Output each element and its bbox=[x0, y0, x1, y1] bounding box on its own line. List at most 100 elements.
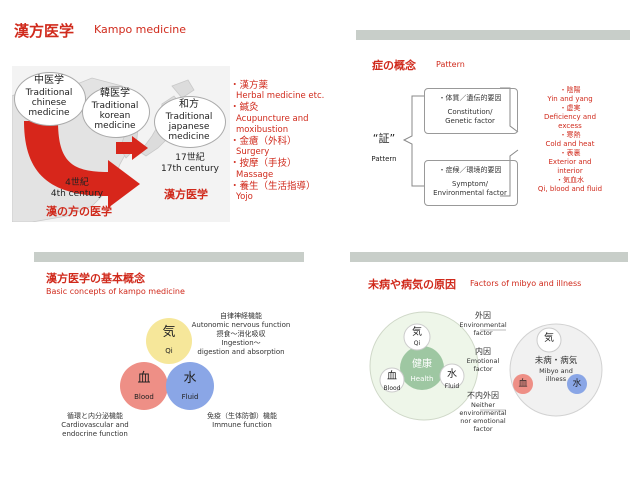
panel3-title-jp: 漢方医学の基本概念 bbox=[46, 272, 145, 285]
cardio-en1: Cardiovascular and bbox=[61, 421, 129, 429]
japanese-medicine-en2: japanese bbox=[168, 122, 210, 132]
cardio-jp: 循環と内分泌機能 bbox=[67, 412, 123, 420]
ill-fluid-jp: 水 bbox=[572, 379, 582, 389]
modality-line: ・鍼灸 bbox=[230, 102, 259, 114]
modality-line: Acupuncture and bbox=[236, 113, 309, 124]
ill-blood-jp: 血 bbox=[518, 379, 528, 389]
pattern-criteria-list: ・陰陽 Yin and yang ・虚実 Deficiency and exce… bbox=[528, 86, 612, 194]
blood-circle bbox=[120, 362, 168, 410]
health-qi-en: Qi bbox=[413, 340, 421, 347]
panel2-top-bar bbox=[356, 30, 630, 40]
panel2-title-en: Pattern bbox=[436, 60, 465, 69]
criteria-line: ・寒熱 bbox=[559, 131, 581, 139]
modality-line: Herbal medicine etc. bbox=[236, 91, 325, 102]
century17-en: 17th century bbox=[161, 164, 219, 174]
modality-line: moxibustion bbox=[236, 124, 289, 135]
criteria-line: Cold and heat bbox=[545, 140, 595, 148]
kampo-modalities-list: ・漢方薬 Herbal medicine etc. ・鍼灸 Acupunctur… bbox=[230, 80, 330, 203]
neither-jp: 不内外因 bbox=[467, 391, 499, 400]
korean-medicine-jp: 韓医学 bbox=[100, 88, 130, 99]
ill-en2: illness bbox=[545, 375, 567, 383]
modality-line: Surgery bbox=[236, 147, 270, 158]
korean-medicine-bubble bbox=[82, 86, 150, 138]
qi-en: Qi bbox=[165, 347, 173, 355]
criteria-line: ・表裏 bbox=[559, 149, 581, 157]
criteria-line: Yin and yang bbox=[547, 95, 593, 103]
modality-line: Massage bbox=[236, 169, 274, 180]
fluid-jp: 水 bbox=[183, 371, 197, 386]
chinese-medicine-en2: chinese bbox=[31, 98, 67, 108]
environment-en2: Environmental factor bbox=[433, 189, 507, 197]
external-en1: Environmental bbox=[459, 321, 507, 329]
modality-line: Yojo bbox=[236, 192, 253, 203]
criteria-line: Exterior and bbox=[548, 158, 592, 166]
modality-line: ・金瘡（外科） bbox=[230, 136, 297, 148]
cardio-en2: endocrine function bbox=[62, 430, 128, 438]
sho-jp: “証” bbox=[372, 132, 396, 145]
external-en2: factor bbox=[473, 329, 493, 337]
autonomic-jp: 自律神経機能 bbox=[220, 312, 262, 320]
fluid-en: Fluid bbox=[181, 393, 199, 401]
health-fluid-en: Fluid bbox=[444, 383, 460, 390]
blood-en: Blood bbox=[134, 393, 154, 401]
immune-jp: 免疫（生体防御）機能 bbox=[207, 412, 277, 420]
panel4-top-bar bbox=[350, 252, 628, 262]
chinese-medicine-en3: medicine bbox=[28, 108, 70, 118]
criteria-line: Qi, blood and fluid bbox=[537, 185, 603, 193]
japanese-medicine-jp: 和方 bbox=[179, 99, 199, 110]
korean-medicine-en1: Traditional bbox=[91, 101, 139, 111]
environment-jp: ・症候／環境的要因 bbox=[438, 166, 502, 174]
modality-line: ・按摩（手技） bbox=[230, 158, 297, 170]
health-qi-jp: 気 bbox=[412, 327, 422, 338]
autonomic-en: Autonomic nervous function bbox=[191, 321, 291, 329]
criteria-line: excess bbox=[558, 122, 582, 130]
illness-factor-diagram bbox=[369, 311, 603, 421]
ingestion-en1: Ingestion～ bbox=[221, 339, 261, 347]
korean-medicine-en3: medicine bbox=[94, 121, 136, 131]
panel3-top-bar bbox=[34, 252, 304, 262]
constitution-box bbox=[424, 88, 518, 134]
neither-en: nor emotional bbox=[460, 417, 506, 425]
ingestion-en2: digestion and absorption bbox=[197, 348, 285, 356]
neither-en: Neither bbox=[470, 401, 495, 409]
century4-jp: 4世紀 bbox=[65, 178, 89, 188]
external-jp: 外因 bbox=[475, 311, 491, 320]
internal-jp: 内因 bbox=[475, 347, 491, 356]
sho-en: Pattern bbox=[371, 155, 397, 163]
criteria-line: ・陰陽 bbox=[559, 86, 581, 94]
fluid-circle bbox=[166, 362, 214, 410]
criteria-line: ・虚実 bbox=[559, 104, 581, 112]
environment-en1: Symptom/ bbox=[451, 180, 489, 188]
qi-jp: 気 bbox=[162, 325, 176, 340]
internal-en1: Emotional bbox=[466, 357, 500, 365]
panel3-title-en: Basic concepts of kampo medicine bbox=[46, 287, 185, 296]
modality-line: ・養生（生活指導） bbox=[230, 180, 316, 192]
constitution-en2: Genetic factor bbox=[445, 117, 495, 125]
health-en: Health bbox=[410, 375, 434, 383]
neither-en: environmental bbox=[459, 409, 507, 417]
panel4-title-en: Factors of mibyo and illness bbox=[470, 279, 582, 288]
chinese-medicine-jp: 中医学 bbox=[34, 75, 64, 86]
blood-jp: 血 bbox=[137, 371, 151, 386]
qi-circle bbox=[146, 318, 192, 364]
panel1-title-en: Kampo medicine bbox=[94, 23, 187, 36]
kampo-medicine-label: 漢方医学 bbox=[164, 188, 208, 201]
panel4-title-jp: 未病や病気の原因 bbox=[368, 278, 456, 291]
ill-jp: 未病・病気 bbox=[534, 356, 578, 366]
ill-qi-jp: 気 bbox=[544, 333, 554, 344]
ill-en1: Mibyo and bbox=[539, 367, 573, 375]
han-medicine-label: 漢の方の医学 bbox=[46, 205, 112, 218]
korean-medicine-en2: korean bbox=[99, 111, 131, 121]
century17-jp: 17世紀 bbox=[175, 153, 205, 163]
criteria-line: ・気血水 bbox=[556, 176, 584, 184]
constitution-en1: Constitution/ bbox=[447, 108, 493, 116]
constitution-jp: ・体質／遺伝的要因 bbox=[438, 94, 502, 102]
ingestion-jp: 摂食～消化吸収 bbox=[216, 330, 266, 338]
health-blood-jp: 血 bbox=[387, 371, 397, 382]
japanese-medicine-en3: medicine bbox=[168, 132, 210, 142]
panel1-title-jp: 漢方医学 bbox=[14, 22, 75, 40]
immune-en: Immune function bbox=[212, 421, 272, 429]
health-fluid-jp: 水 bbox=[447, 369, 457, 380]
chinese-medicine-en1: Traditional bbox=[25, 88, 73, 98]
century4-en: 4th century bbox=[50, 189, 104, 199]
